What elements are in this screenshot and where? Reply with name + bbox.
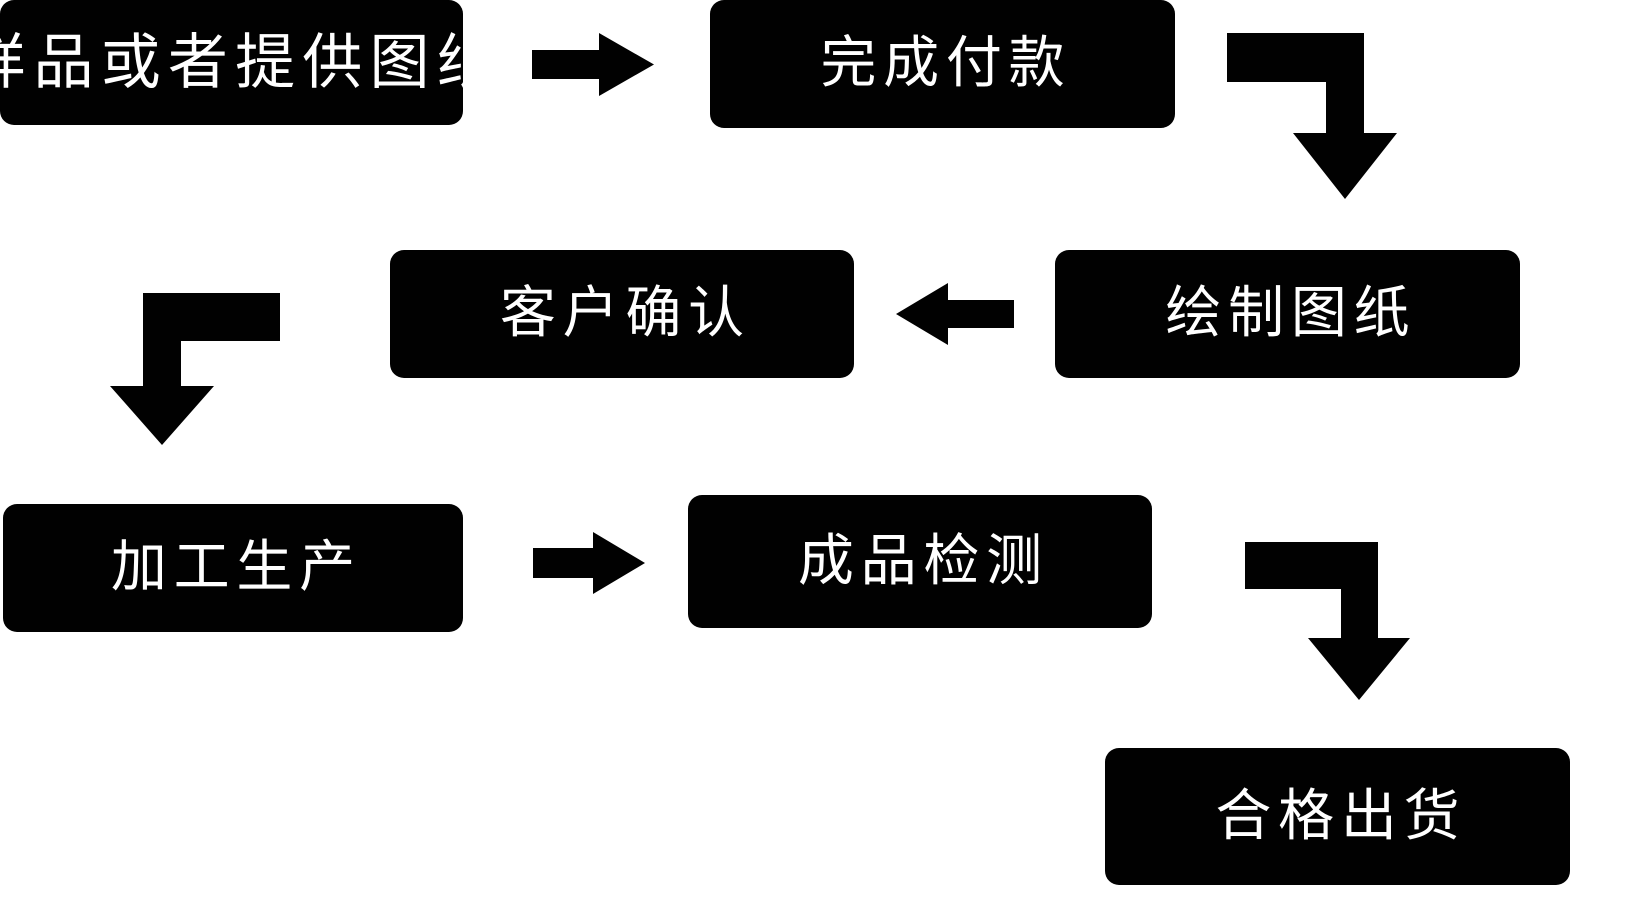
flow-node-sample[interactable]: 样品或者提供图纸 bbox=[0, 0, 497, 125]
flow-node-confirm[interactable]: 客户确认 bbox=[390, 250, 854, 378]
arrow-left-icon bbox=[896, 283, 1014, 345]
flow-node-inspection[interactable]: 成品检测 bbox=[688, 495, 1152, 628]
elbow-arrow-left-down-icon bbox=[110, 293, 280, 445]
flow-node-payment[interactable]: 完成付款 bbox=[710, 0, 1175, 128]
elbow-arrow-right-down-icon bbox=[1245, 542, 1410, 700]
flow-node-drawing[interactable]: 绘制图纸 bbox=[1055, 250, 1520, 378]
elbow-arrow-right-down-icon bbox=[1227, 33, 1397, 199]
flow-node-production[interactable]: 加工生产 bbox=[3, 504, 463, 632]
arrow-right-icon bbox=[533, 532, 645, 594]
arrow-right-icon bbox=[532, 33, 654, 96]
flow-node-shipment[interactable]: 合格出货 bbox=[1105, 748, 1570, 885]
